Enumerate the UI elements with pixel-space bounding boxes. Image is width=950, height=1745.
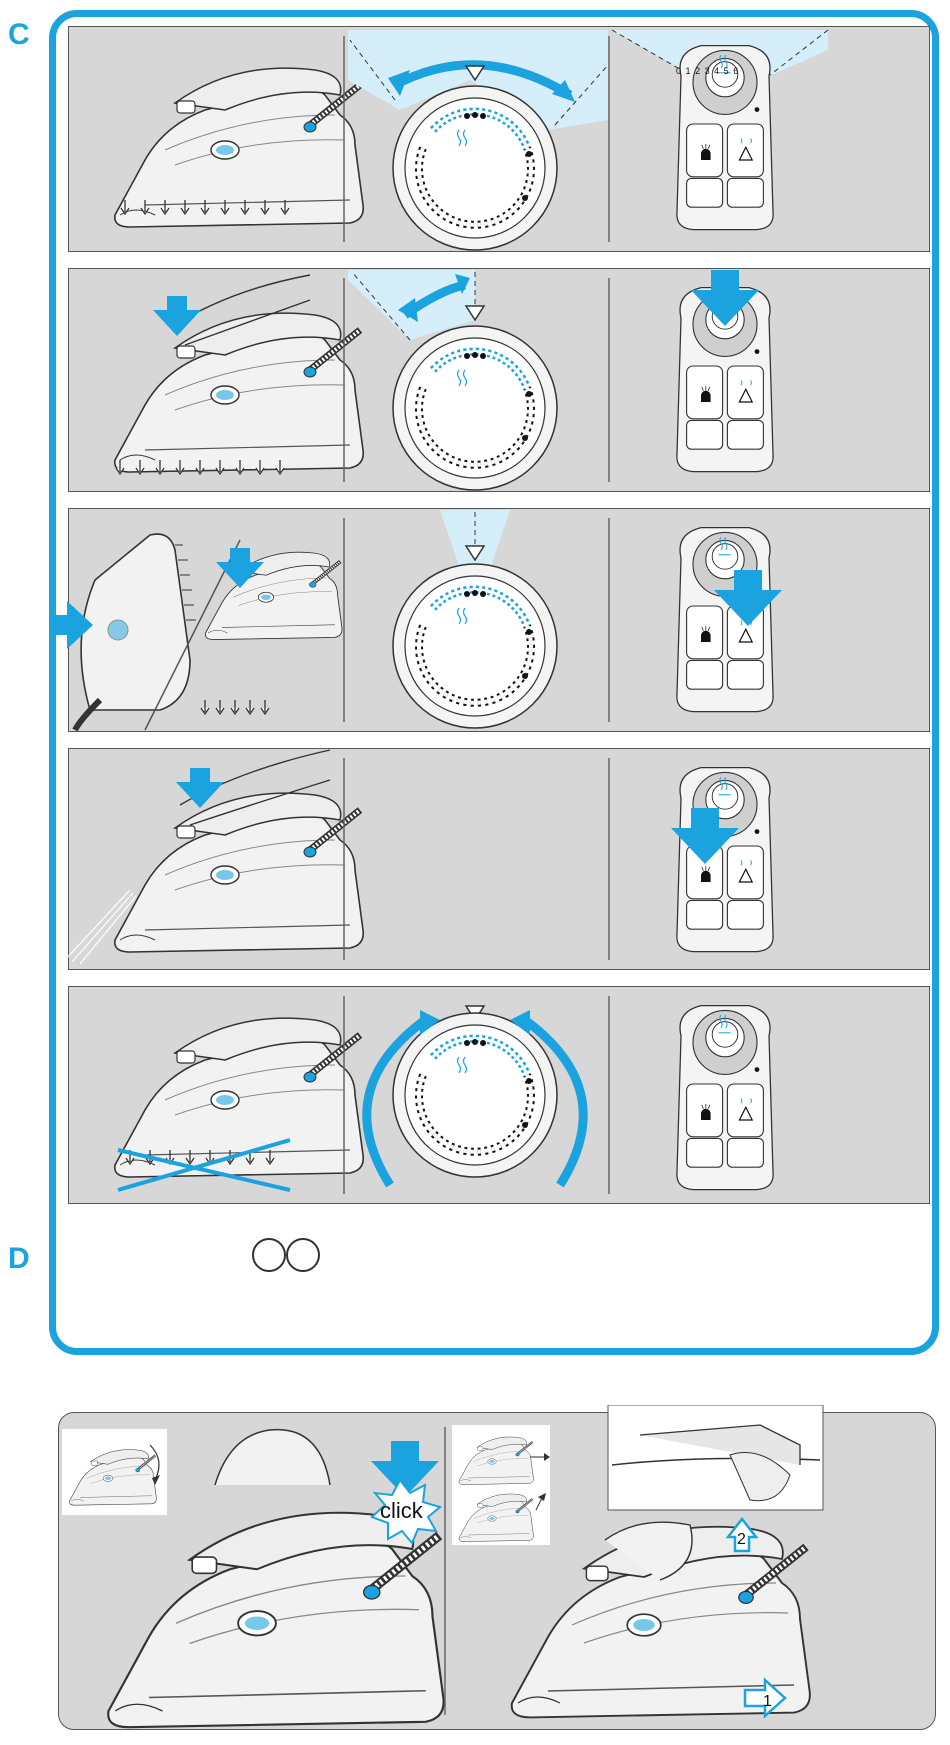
row4-iron: [115, 793, 363, 952]
scale-label: 5: [724, 66, 730, 76]
d-iron-large: [108, 1513, 443, 1727]
d-step-2-label: 2: [737, 1531, 746, 1548]
row1-dial: [393, 86, 557, 250]
row2-press-arrow: [153, 296, 201, 336]
d-step-1-label: 1: [763, 1693, 772, 1710]
row3-dial: [393, 564, 557, 728]
scale-label: 1: [686, 66, 692, 76]
scale-label: 2: [695, 66, 701, 76]
blank-circle-2: [286, 1238, 320, 1272]
row5-control-panel: [677, 1006, 773, 1190]
row4-control-panel: [677, 768, 773, 952]
row4-press-arrow: [176, 768, 224, 808]
row2-iron: [115, 313, 363, 472]
row3-iron-vertical: [75, 534, 190, 730]
scale-label: 4: [714, 66, 720, 76]
row1-scale-labels: 0 1 2 3 4 5 6: [676, 66, 739, 76]
row1-iron: [115, 68, 363, 227]
row3-control-panel: [677, 528, 773, 712]
blank-circle-1: [252, 1238, 286, 1272]
section-d-illustrations: click 2 1: [0, 1405, 950, 1745]
row2-dial: [393, 326, 557, 490]
d-click-label: click: [380, 1498, 424, 1523]
scale-label: 0: [676, 66, 682, 76]
row5-dial: [393, 1013, 557, 1177]
scale-label: 6: [733, 66, 739, 76]
section-c-illustrations: [0, 0, 950, 1400]
d-hand: [215, 1430, 330, 1485]
scale-label: 3: [705, 66, 711, 76]
